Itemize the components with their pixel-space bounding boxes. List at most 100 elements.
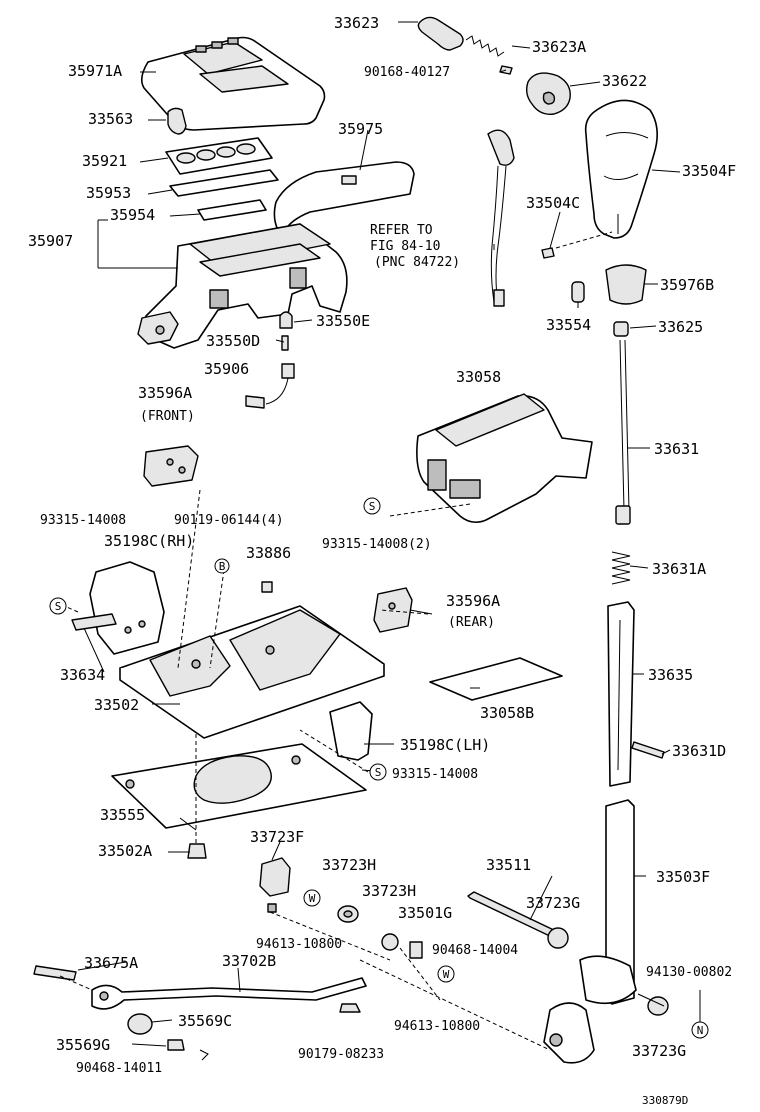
part-33550D-drawing xyxy=(281,335,289,351)
part-33502A-drawing xyxy=(187,843,207,859)
part-33623A-drawing xyxy=(465,35,505,57)
label-33511: 33511 xyxy=(486,856,531,874)
part-33058-drawing xyxy=(416,393,593,524)
label-33550E: 33550E xyxy=(316,312,370,330)
label-33058B: 33058B xyxy=(480,704,534,722)
symbol-w-2: W xyxy=(437,965,455,983)
label-35971A: 35971A xyxy=(68,62,122,80)
label-93315-14008-bottom: 93315-14008 xyxy=(392,767,478,782)
label-33502A: 33502A xyxy=(98,842,152,860)
part-33723H-a-drawing xyxy=(337,905,359,923)
label-33702B: 33702B xyxy=(222,952,276,970)
part-90468-14011-drawing xyxy=(199,1049,209,1061)
part-33502-drawing xyxy=(119,605,385,739)
symbol-n: N xyxy=(691,1021,709,1039)
svg-text:S: S xyxy=(55,600,62,613)
part-33596A-front-drawing xyxy=(143,445,199,487)
label-90179-08233: 90179-08233 xyxy=(298,1047,384,1062)
label-35907: 35907 xyxy=(28,232,73,250)
label-33631: 33631 xyxy=(654,440,699,458)
svg-text:W: W xyxy=(443,968,450,981)
label-33631D: 33631D xyxy=(672,742,726,760)
note-refer-line1: REFER TO xyxy=(370,223,433,238)
label-33723H-a: 33723H xyxy=(322,856,376,874)
label-35975: 35975 xyxy=(338,120,383,138)
part-35976B-drawing xyxy=(605,264,647,305)
part-33631D-drawing xyxy=(631,741,665,759)
part-33723F-drawing xyxy=(259,857,291,913)
label-33723G-a: 33723G xyxy=(526,894,580,912)
label-90168-40127: 90168-40127 xyxy=(364,65,450,80)
label-33675A: 33675A xyxy=(84,954,138,972)
part-35975-drawing xyxy=(273,161,415,233)
part-35954-drawing xyxy=(197,199,267,221)
note-refer-line2: FIG 84-10 xyxy=(370,239,440,254)
label-33554: 33554 xyxy=(546,316,591,334)
figure-id: 330879D xyxy=(642,1094,688,1107)
label-94613-10800-b: 94613-10800 xyxy=(394,1019,480,1034)
label-33550D: 33550D xyxy=(206,332,260,350)
part-33625-drawing xyxy=(613,321,629,337)
svg-text:W: W xyxy=(309,892,316,905)
label-33886: 33886 xyxy=(246,544,291,562)
assembly-dashed-lines xyxy=(59,231,613,1051)
note-rear: (REAR) xyxy=(448,615,495,630)
label-33623A: 33623A xyxy=(532,38,586,56)
label-35198C-LH: 35198C(LH) xyxy=(400,736,490,754)
label-33623: 33623 xyxy=(334,14,379,32)
svg-text:S: S xyxy=(369,500,376,513)
part-35906-drawing xyxy=(245,363,295,409)
part-33723G-a-drawing xyxy=(547,927,569,949)
part-33501G-drawing xyxy=(409,941,423,959)
part-33634-drawing xyxy=(71,613,117,631)
part-33675A-drawing xyxy=(33,965,77,981)
label-33622: 33622 xyxy=(602,72,647,90)
part-35569C-drawing xyxy=(127,1013,153,1035)
label-33501G: 33501G xyxy=(398,904,452,922)
part-33555-drawing xyxy=(111,743,367,829)
label-33596A-front: 33596A xyxy=(138,384,192,402)
part-33596A-rear-drawing xyxy=(373,587,413,633)
part-33622-drawing xyxy=(525,72,571,115)
part-35971A-drawing xyxy=(140,36,326,131)
symbol-w-1: W xyxy=(303,889,321,907)
leader-lines xyxy=(77,21,681,1047)
part-33503F-drawing xyxy=(543,799,637,1064)
part-33723G-b-drawing xyxy=(647,996,669,1016)
label-94130-00802: 94130-00802 xyxy=(646,965,732,980)
label-35921: 35921 xyxy=(82,152,127,170)
label-33503F: 33503F xyxy=(656,868,710,886)
part-33635-drawing xyxy=(607,601,635,787)
part-33550E-drawing xyxy=(279,311,293,329)
note-refer-line3: (PNC 84722) xyxy=(374,255,460,270)
part-33631A-drawing xyxy=(611,551,631,585)
part-33504F-drawing xyxy=(584,99,658,239)
label-35569C: 35569C xyxy=(178,1012,232,1030)
label-35569G: 35569G xyxy=(56,1036,110,1054)
label-90468-14011: 90468-14011 xyxy=(76,1061,162,1076)
label-33555: 33555 xyxy=(100,806,145,824)
symbol-b: B xyxy=(214,558,230,574)
label-33058: 33058 xyxy=(456,368,501,386)
label-93315-14008-top: 93315-14008 xyxy=(40,513,126,528)
part-cable-drawing xyxy=(487,129,515,307)
part-35953-drawing xyxy=(169,169,279,197)
label-35906: 35906 xyxy=(204,360,249,378)
label-33723H-b: 33723H xyxy=(362,882,416,900)
part-35569G-drawing xyxy=(167,1039,185,1051)
svg-text:B: B xyxy=(219,560,226,573)
part-35921-drawing xyxy=(165,137,273,175)
part-33623-drawing xyxy=(417,16,464,51)
label-33502: 33502 xyxy=(94,696,139,714)
part-35198C-RH-drawing xyxy=(89,561,165,655)
label-33596A-rear: 33596A xyxy=(446,592,500,610)
label-33723F: 33723F xyxy=(250,828,304,846)
label-93315-14008-2: 93315-14008(2) xyxy=(322,537,432,552)
label-33635: 33635 xyxy=(648,666,693,684)
label-33504C: 33504C xyxy=(526,194,580,212)
svg-text:S: S xyxy=(375,766,382,779)
label-90119-06144: 90119-06144(4) xyxy=(174,513,284,528)
label-35953: 35953 xyxy=(86,184,131,202)
part-33563-drawing xyxy=(167,107,187,135)
label-35954: 35954 xyxy=(110,206,155,224)
